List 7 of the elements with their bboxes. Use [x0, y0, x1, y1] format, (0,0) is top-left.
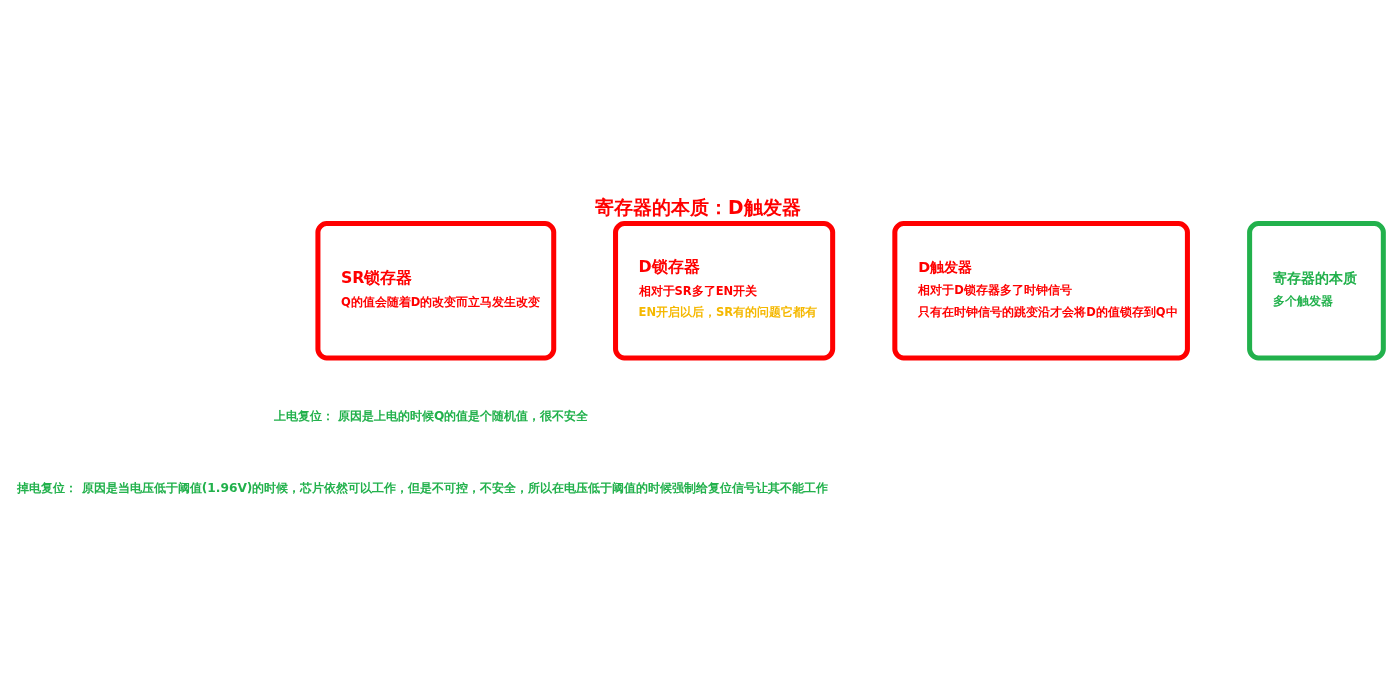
label: 掉电复位： 原因是当电压低于阈值(1.96V)的时候，芯片依然可以工作，但是不可控，不安全，所以在电压低于阈值的时候强制给复位信号让其不能工作	[17, 480, 829, 495]
diagram-title: 寄存器的本质：D触发器	[595, 196, 801, 218]
node-box: SR锁存器 Q的值会随着D的改变而立马发生改变	[315, 220, 557, 360]
label: 上电复位： 原因是上电的时候Q的值是个随机值，很不安全	[273, 408, 589, 423]
node-box: D触发器 相对于D锁存器多了时钟信号 只有在时钟信号的跳变沿才会将D的值锁存到Q中	[892, 220, 1190, 360]
node-box: D锁存器 相对于SR多了EN开关 EN开启以后，SR有的问题它都有	[613, 220, 836, 360]
node-box: 寄存器的本质 多个触发器	[1247, 220, 1386, 360]
